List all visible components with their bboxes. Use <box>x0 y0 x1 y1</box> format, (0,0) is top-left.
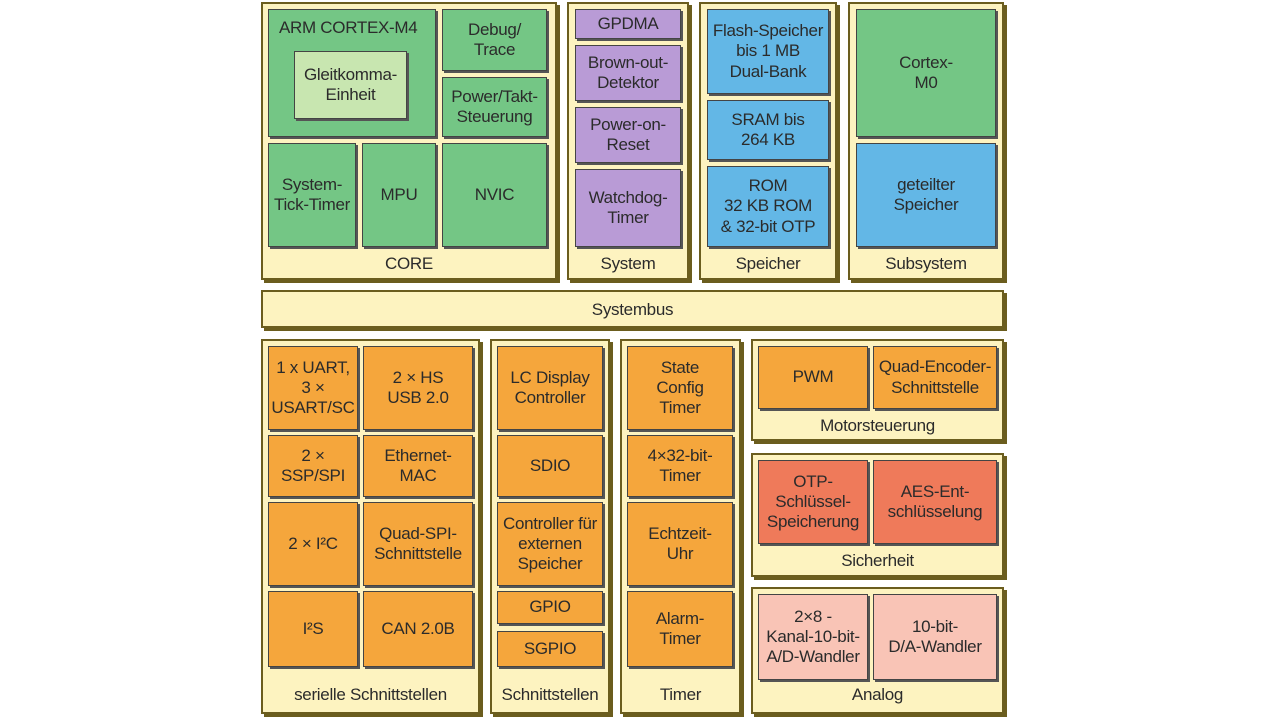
timer-panel: State Config Timer 4×32-bit- Timer Echtz… <box>620 339 741 714</box>
can-block: CAN 2.0B <box>363 591 473 667</box>
alarm-timer-block: Alarm- Timer <box>627 591 733 667</box>
nvic-block: NVIC <box>442 143 547 247</box>
mpu-block: MPU <box>362 143 436 247</box>
systick-block: System- Tick-Timer <box>268 143 356 247</box>
subsystem-panel: Cortex- M0 geteilter Speicher Subsystem <box>848 2 1004 280</box>
fpu-block: Gleitkomma- Einheit <box>294 51 407 119</box>
system-panel-label: System <box>600 254 656 273</box>
i2c-block: 2 × I²C <box>268 502 358 586</box>
i2s-block: I²S <box>268 591 358 667</box>
aes-decryption-block: AES-Ent- schlüsselung <box>873 460 997 544</box>
watchdog-block: Watchdog- Timer <box>575 169 681 247</box>
flash-block: Flash-Speicher bis 1 MB Dual-Bank <box>707 9 829 94</box>
adc-block: 2×8 - Kanal-10-bit- A/D-Wandler <box>758 594 868 680</box>
arm-cortex-m4-label: ARM CORTEX-M4 <box>279 18 418 37</box>
analog-panel: 2×8 - Kanal-10-bit- A/D-Wandler 10-bit- … <box>751 587 1004 714</box>
shared-memory-block: geteilter Speicher <box>856 143 996 247</box>
usb-block: 2 × HS USB 2.0 <box>363 346 473 430</box>
system-bus: Systembus <box>261 290 1004 328</box>
interfaces-panel: LC Display Controller SDIO Controller fü… <box>490 339 610 714</box>
system-bus-label: Systembus <box>591 300 674 319</box>
rom-block: ROM 32 KB ROM & 32-bit OTP <box>707 166 829 247</box>
gpdma-block: GPDMA <box>575 9 681 39</box>
brownout-block: Brown-out- Detektor <box>575 45 681 101</box>
ethernet-block: Ethernet- MAC <box>363 435 473 497</box>
serial-panel: 1 x UART, 3 × USART/SC 2 × HS USB 2.0 2 … <box>261 339 480 714</box>
dac-block: 10-bit- D/A-Wandler <box>873 594 997 680</box>
subsystem-panel-label: Subsystem <box>885 254 967 273</box>
core-panel: ARM CORTEX-M4 Gleitkomma- Einheit Debug/… <box>261 2 557 280</box>
power-on-reset-block: Power-on- Reset <box>575 107 681 163</box>
lcd-controller-block: LC Display Controller <box>497 346 603 430</box>
motor-panel: PWM Quad-Encoder- Schnittstelle Motorste… <box>751 339 1004 441</box>
core-panel-label: CORE <box>385 254 433 273</box>
security-panel-label: Sicherheit <box>841 551 914 570</box>
otp-key-storage-block: OTP- Schlüssel- Speicherung <box>758 460 868 544</box>
rtc-block: Echtzeit- Uhr <box>627 502 733 586</box>
sgpio-block: SGPIO <box>497 631 603 667</box>
memory-panel-label: Speicher <box>735 254 801 273</box>
security-panel: OTP- Schlüssel- Speicherung AES-Ent- sch… <box>751 453 1004 577</box>
ssp-spi-block: 2 × SSP/SPI <box>268 435 358 497</box>
pwm-block: PWM <box>758 346 868 409</box>
sram-block: SRAM bis 264 KB <box>707 100 829 160</box>
sdio-block: SDIO <box>497 435 603 497</box>
power-clock-block: Power/Takt- Steuerung <box>442 77 547 137</box>
timer-panel-label: Timer <box>659 685 702 704</box>
cortex-m0-block: Cortex- M0 <box>856 9 996 137</box>
system-panel: GPDMA Brown-out- Detektor Power-on- Rese… <box>567 2 689 280</box>
memory-panel: Flash-Speicher bis 1 MB Dual-Bank SRAM b… <box>699 2 837 280</box>
timer32-block: 4×32-bit- Timer <box>627 435 733 497</box>
quad-spi-block: Quad-SPI- Schnittstelle <box>363 502 473 586</box>
debug-trace-block: Debug/ Trace <box>442 9 547 71</box>
external-memory-controller-block: Controller für externen Speicher <box>497 502 603 586</box>
state-config-timer-block: State Config Timer <box>627 346 733 430</box>
quad-encoder-block: Quad-Encoder- Schnittstelle <box>873 346 997 409</box>
serial-panel-label: serielle Schnittstellen <box>294 685 447 704</box>
analog-panel-label: Analog <box>851 685 904 704</box>
gpio-block: GPIO <box>497 591 603 624</box>
motor-panel-label: Motorsteuerung <box>820 416 935 435</box>
uart-block: 1 x UART, 3 × USART/SC <box>268 346 358 430</box>
interfaces-panel-label: Schnittstellen <box>501 685 599 704</box>
